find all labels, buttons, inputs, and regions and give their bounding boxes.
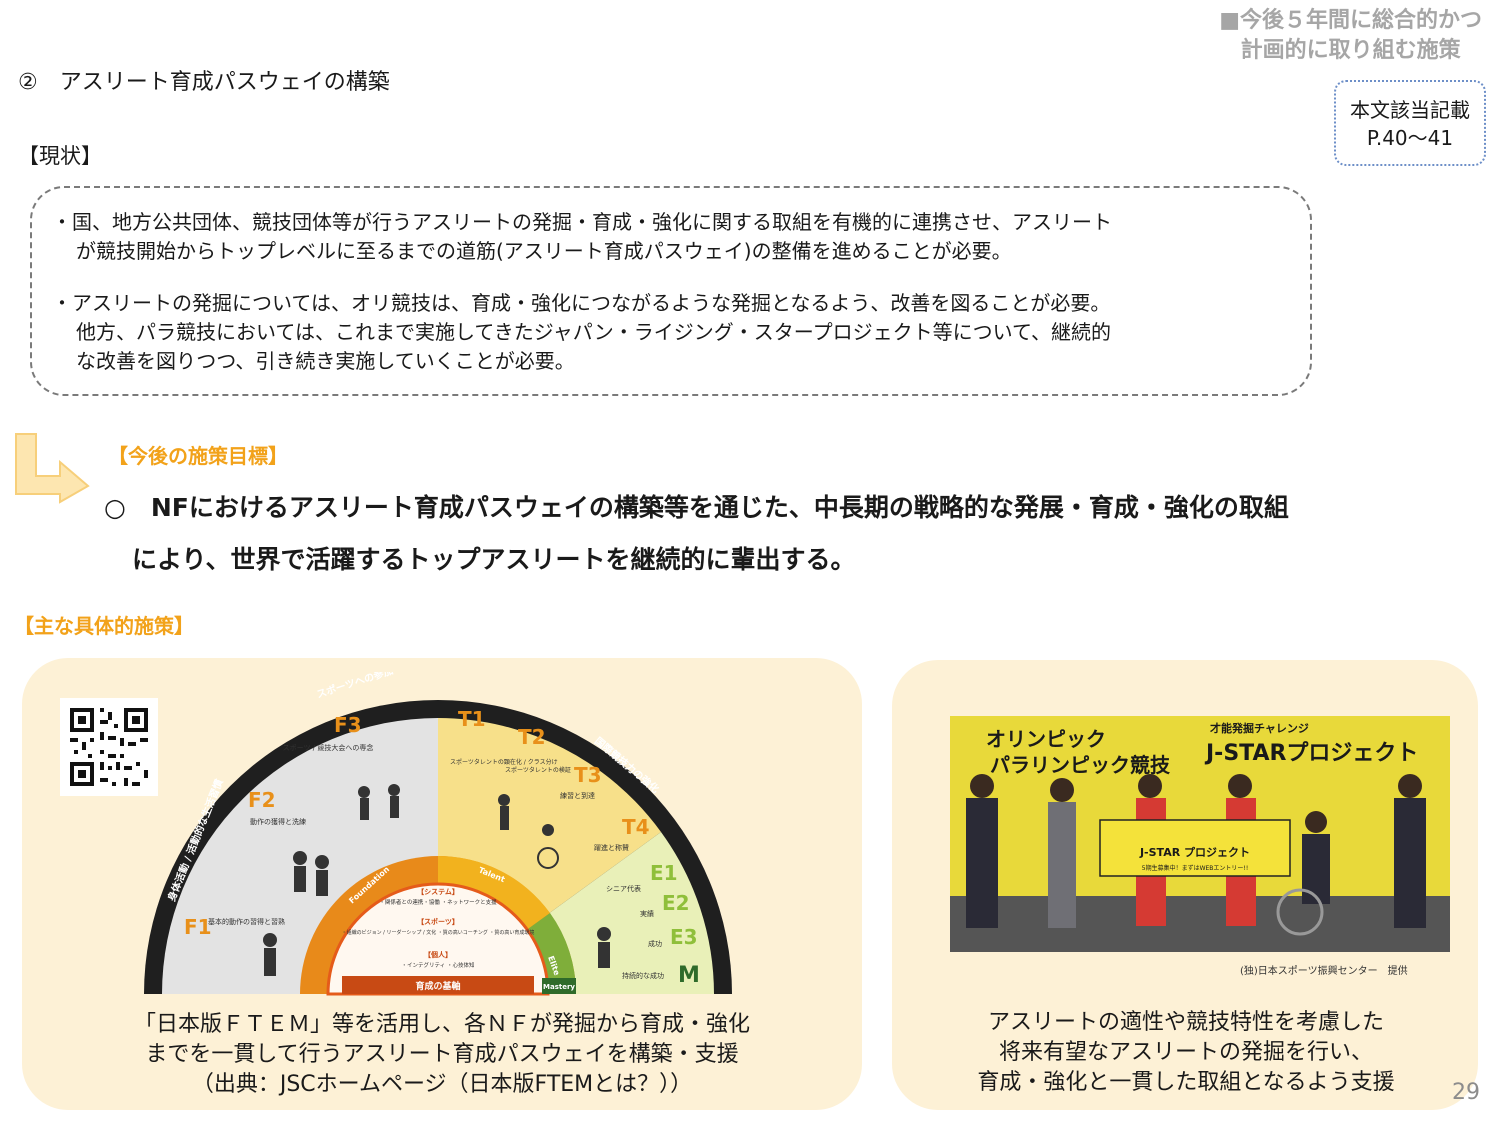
ftem-f3: F3 <box>334 713 362 737</box>
ftem-t3: T3 <box>574 763 602 787</box>
ftem-inner1-text: ・関係者との連携・協働 ・ネットワークと支援 <box>379 898 497 906</box>
status-bullet-2-line1: ・アスリートの発掘については、オリ競技は、育成・強化につながるような発掘となるよ… <box>52 291 1111 315</box>
jstar-caption-line3: 育成・強化と一貫した取組となるよう支援 <box>977 1070 1395 1095</box>
ftem-t3-desc: 練習と到達 <box>560 791 595 800</box>
jstar-caption: アスリートの適性や競技特性を考慮した 将来有望なアスリートの発掘を行い、 育成・… <box>906 1008 1466 1098</box>
ftem-e2: E2 <box>662 891 690 915</box>
status-bullet-2-line3: な改善を図りつつ、引き続き実施していくことが必要。 <box>76 349 575 373</box>
photo-people <box>966 774 1426 936</box>
photo-banner-line2: パラリンピック競技 <box>990 753 1171 777</box>
qr-code-icon[interactable] <box>60 698 158 796</box>
goal-heading: 【今後の施策目標】 <box>108 444 288 468</box>
goal-line1: ○ NFにおけるアスリート育成パスウェイの構築等を通じた、中長期の戦略的な発展・… <box>104 493 1289 522</box>
ftem-mastery-box <box>542 978 576 994</box>
ftem-t2: T2 <box>518 725 546 749</box>
header-tag: ■今後５年間に総合的かつ 計画的に取り組む施策 <box>1219 6 1482 66</box>
photo-banner-right2: J-STARプロジェクト <box>1204 741 1418 766</box>
reference-line1: 本文該当記載 <box>1350 98 1470 122</box>
ftem-caption-line3: （出典：JSCホームページ（日本版FTEMとは？）） <box>191 1072 693 1097</box>
ftem-caption: 「日本版ＦＴＥＭ」等を活用し、各ＮＦが発掘から育成・強化 までを一貫して行うアス… <box>62 1010 822 1100</box>
ftem-t4-desc: 躍進と称賛 <box>594 843 629 852</box>
ftem-f2: F2 <box>248 788 276 812</box>
ftem-arc-left-label: スポーツへの参加 <box>315 672 395 701</box>
header-tag-line1: ■今後５年間に総合的かつ <box>1219 8 1482 33</box>
header-tag-line2: 計画的に取り組む施策 <box>1240 38 1461 63</box>
status-bullet-2-line2: 他方、パラ競技においては、これまで実施してきたジャパン・ライジング・スタープロジ… <box>76 320 1111 344</box>
status-box: ・国、地方公共団体、競技団体等が行うアスリートの発掘・育成・強化に関する取組を有… <box>30 186 1312 396</box>
turn-arrow-icon <box>15 433 90 504</box>
jstar-event-photo: オリンピック パラリンピック競技 才能発掘チャレンジ J-STARプロジェクト … <box>950 716 1450 952</box>
status-bullet-1: ・国、地方公共団体、競技団体等が行うアスリートの発掘・育成・強化に関する取組を有… <box>52 208 1292 266</box>
jstar-caption-line2: 将来有望なアスリートの発掘を行い、 <box>998 1040 1373 1065</box>
ftem-inner2-text: ・組織のビジョン / リーダーシップ / 文化 ・質の高いコーチング ・質の高い… <box>342 929 535 936</box>
ftem-inner2-title: 【スポーツ】 <box>417 917 459 926</box>
ftem-base-bar <box>342 976 534 994</box>
ftem-inner1-title: 【システム】 <box>417 888 459 896</box>
ftem-e2-desc: 実績 <box>640 909 654 918</box>
ftem-e1-desc: シニア代表 <box>606 884 641 893</box>
ftem-f1-desc: 基本的動作の習得と習熟 <box>208 917 285 926</box>
ftem-t2-desc: スポーツタレントの検証 <box>505 766 571 774</box>
status-bullet-2: ・アスリートの発掘については、オリ競技は、育成・強化につながるような発掘となるよ… <box>52 289 1292 376</box>
photo-banner-right1: 才能発掘チャレンジ <box>1210 721 1309 735</box>
page-number: 29 <box>1452 1080 1480 1105</box>
ftem-e3: E3 <box>670 925 698 949</box>
ftem-core <box>326 882 550 996</box>
reference-line2: P.40～41 <box>1366 126 1454 150</box>
status-bullet-1-line2: が競技開始からトップレベルに至るまでの道筋(アスリート育成パスウェイ)の整備を進… <box>76 239 1012 263</box>
status-heading: 【現状】 <box>18 144 102 168</box>
ftem-diagram: 育成の基軸 【システム】 ・関係者との連携・協働 ・ネットワークと支援 【スポー… <box>144 672 732 996</box>
ftem-e1: E1 <box>650 861 678 885</box>
measures-heading: 【主な具体的施策】 <box>14 614 194 638</box>
ftem-athlete-figures <box>263 784 611 976</box>
ftem-t1: T1 <box>458 707 486 731</box>
ftem-mastery-label: Mastery <box>543 983 575 991</box>
ftem-f2-desc: 動作の獲得と洗練 <box>250 817 306 826</box>
photo-banner-line1: オリンピック <box>986 727 1106 751</box>
jstar-caption-line1: アスリートの適性や競技特性を考慮した <box>987 1010 1384 1035</box>
photo-sign-sub: 5期生募集中！まずはWEBエントリー!! <box>1142 864 1248 872</box>
ftem-e3-desc: 成功 <box>648 939 662 948</box>
ftem-base-label: 育成の基軸 <box>415 980 460 992</box>
goal-line2: により、世界で活躍するトップアスリートを継続的に輩出する。 <box>132 545 856 574</box>
ftem-inner3-text: ・インテグリティ ・心技体知 <box>402 961 475 969</box>
ftem-caption-line2: までを一貫して行うアスリート育成パスウェイを構築・支援 <box>145 1042 739 1067</box>
status-bullet-1-line1: ・国、地方公共団体、競技団体等が行うアスリートの発掘・育成・強化に関する取組を有… <box>52 210 1112 234</box>
ftem-inner3-title: 【個人】 <box>424 950 452 959</box>
photo-sign <box>1099 819 1291 877</box>
ftem-f3-desc: スポーツ / 競技大会への専念 <box>283 743 374 752</box>
ftem-m: M <box>678 963 700 988</box>
ftem-m-desc: 持続的な成功 <box>622 971 664 980</box>
ftem-f1: F1 <box>184 915 212 939</box>
section-title: ② アスリート育成パスウェイの構築 <box>18 70 390 95</box>
photo-sign-text: J-STAR プロジェクト <box>1139 845 1250 859</box>
ftem-t4: T4 <box>622 815 650 839</box>
ftem-caption-line1: 「日本版ＦＴＥＭ」等を活用し、各ＮＦが発掘から育成・強化 <box>133 1012 750 1037</box>
photo-credit: (独)日本スポーツ振興センター 提供 <box>1240 966 1408 977</box>
ftem-t1-desc: スポーツタレントの顕在化 / クラス分け <box>450 758 558 766</box>
reference-box: 本文該当記載 P.40～41 <box>1334 80 1486 166</box>
